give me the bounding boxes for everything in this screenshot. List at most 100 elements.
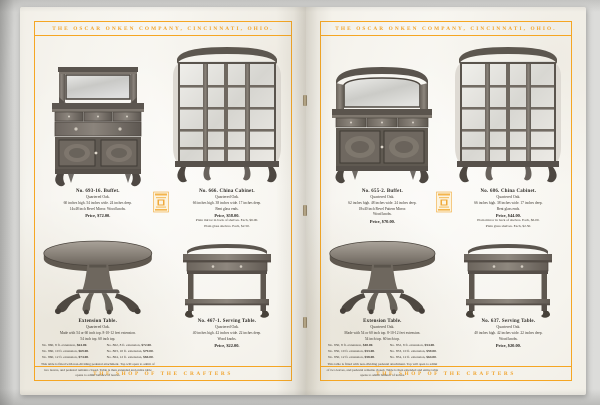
product-serving-table-left: No. 467-1. Serving Table. Quartered Oak.… [168,233,286,348]
left-page: THE OSCAR ONKEN COMPANY, CINCINNATI, OHI… [20,7,306,395]
china-cabinet-right-illustration [451,41,566,189]
buffet-right-caption: No. 655-2. Buffet. Quartered Oak. 62 inc… [326,189,439,224]
extension-table-right-caption: Extension Table. Quartered Oak. Made wit… [326,319,439,379]
right-page-content: No. 655-2. Buffet. Quartered Oak. 62 inc… [326,41,566,377]
price-row: No. 854, 12 ft. extension, $64.00. [389,354,437,359]
buffet-right-dims-2: 18x40 inch Bevel Pattern Mirror. [358,206,407,211]
china-cabinet-left-dims-2: Bent glass ends. [215,206,239,211]
china-cabinet-right-material: Quartered Oak. [496,195,521,200]
extension-table-right-dims-2: 54 inch top. 60 inch top. [364,336,400,341]
company-seal-icon [152,191,169,213]
product-buffet-right: No. 655-2. Buffet. Quartered Oak. 62 inc… [326,41,439,224]
product-extension-table-left: Extension Table. Quartered Oak. Made wit… [40,233,156,379]
serving-table-left-price: Price, $22.00. [214,343,240,349]
left-page-header-band: THE OSCAR ONKEN COMPANY, CINCINNATI, OHI… [34,21,292,36]
right-page-header-band: THE OSCAR ONKEN COMPANY, CINCINNATI, OHI… [320,21,572,36]
price-row: No. 850, 8 ft. extension, $48.00. [328,343,374,348]
china-cabinet-right-dims-2: Bent glass ends. [496,206,521,211]
china-cabinet-right-caption: No. 686. China Cabinet. Quartered Oak. 6… [451,189,566,229]
china-cabinet-left-material: Quartered Oak. [214,195,239,200]
china-cabinet-left-price: Price, $58.00. [214,213,240,219]
staple-top [303,95,307,106]
china-cabinet-left-extra-2: Plain glass shelves. Each, $2.50. [204,223,250,228]
price-row: No. 863, 10 ft. extension, $79.00. [106,348,154,353]
buffet-left-dims-2: 14x48 inch Bevel Mirror. Wood knobs. [69,206,126,211]
buffet-right-illustration [326,41,439,189]
right-row-bottom: Extension Table. Quartered Oak. Made wit… [326,233,566,385]
extension-table-left-title: Extension Table. [78,319,118,324]
price-row: No. 860, 12 ft. extension, $74.00. [42,354,89,359]
extension-table-left-material: Quartered Oak. [85,325,110,330]
serving-table-right-illustration [451,233,566,319]
left-page-content: No. 693-16. Buffet. Quartered Oak. 60 in… [40,41,286,377]
left-page-header-text: THE OSCAR ONKEN COMPANY, CINCINNATI, OHI… [52,25,274,32]
left-row-bottom: Extension Table. Quartered Oak. Made wit… [40,233,286,385]
buffet-left-title: No. 693-16. Buffet. [75,189,120,194]
extension-table-right-pricelist: No. 850, 8 ft. extension, $48.00. No. 85… [326,343,439,360]
product-serving-table-right: No. 637. Serving Table. Quartered Oak. 4… [451,233,566,348]
buffet-left-dims-1: 60 inches high. 54 inches wide. 24 inche… [63,200,132,205]
price-row: No. 862, 8 ft. extension, $72.00. [106,343,152,348]
serving-table-left-material: Quartered Oak. [214,325,239,330]
china-cabinet-left-title: No. 666. China Cabinet. [199,189,255,194]
product-buffet-left: No. 693-16. Buffet. Quartered Oak. 60 in… [40,41,156,218]
china-cabinet-left-illustration [168,41,286,189]
price-row: No. 850, 12 ft. extension, $58.00. [328,354,375,359]
price-row: No. 852, 8 ft. extension, $54.00. [389,343,436,348]
serving-table-right-material: Quartered Oak. [496,325,521,330]
extension-table-left-note: This table is fitted with non-dividing p… [40,362,155,378]
extension-table-left-dims-2: 54 inch top. 60 inch top. [80,336,116,341]
extension-table-right-material: Quartered Oak. [370,325,395,330]
product-china-cabinet-right: No. 686. China Cabinet. Quartered Oak. 6… [451,41,566,229]
serving-table-right-title: No. 637. Serving Table. [481,319,536,324]
price-row: No. 864, 12 ft. extension, $84.00. [106,354,154,359]
extension-table-left-illustration [40,233,156,319]
serving-table-right-caption: No. 637. Serving Table. Quartered Oak. 4… [451,319,566,348]
staple-bottom [303,317,307,328]
price-row: No. 853, 10 ft. extension, $59.00. [389,348,437,353]
buffet-right-price: Price, $70.00. [369,218,395,224]
china-cabinet-right-extra-1: Plain mirror in back of shelves. Each, $… [477,218,540,223]
china-cabinet-right-title: No. 686. China Cabinet. [480,189,537,194]
right-page: THE OSCAR ONKEN COMPANY, CINCINNATI, OHI… [306,7,586,395]
serving-table-right-price: Price, $20.00. [495,343,521,349]
buffet-right-dims-1: 62 inches high. 48 inches wide. 24 inche… [348,200,417,205]
right-page-footer-text: THE SHOP OF THE CRAFTERS [376,370,516,377]
extension-table-left-dims-1: Made with 54 or 60 inch top. 8-10-12 fee… [59,330,136,335]
extension-table-left-caption: Extension Table. Quartered Oak. Made wit… [40,319,156,379]
china-cabinet-right-extra-2: Plain glass shelves. Each, $2.50. [485,223,532,228]
extension-table-right-illustration [326,233,439,319]
right-row-top: No. 655-2. Buffet. Quartered Oak. 62 inc… [326,41,566,233]
buffet-right-material: Quartered Oak. [370,195,395,200]
product-extension-table-right: Extension Table. Quartered Oak. Made wit… [326,233,439,379]
buffet-right-dims-3: Wood knobs. [372,212,392,217]
left-page-footer-text: THE SHOP OF THE CRAFTERS [93,370,233,377]
buffet-right-title: No. 655-2. Buffet. [361,189,403,194]
china-cabinet-right-dims-1: 66 inches high. 38 inches wide. 17 inche… [474,200,543,205]
product-china-cabinet-left: No. 666. China Cabinet. Quartered Oak. 6… [168,41,286,229]
serving-table-left-caption: No. 467-1. Serving Table. Quartered Oak.… [168,319,286,348]
left-page-footer-band: THE SHOP OF THE CRAFTERS [34,366,292,381]
staple-middle [303,205,307,216]
price-row: No. 860, 10 ft. extension, $69.00. [42,348,89,353]
buffet-left-price: Price, $72.00. [85,213,111,219]
price-row: No. 860, 8 ft. extension, $64.00. [42,343,88,348]
open-booklet: THE OSCAR ONKEN COMPANY, CINCINNATI, OHI… [20,7,586,395]
right-page-header-text: THE OSCAR ONKEN COMPANY, CINCINNATI, OHI… [335,25,557,32]
extension-table-left-pricelist: No. 860, 8 ft. extension, $64.00. No. 86… [40,343,156,360]
china-cabinet-right-price: Price, $44.00. [495,213,521,219]
extension-table-right-note: This table is fitted with non-dividing p… [326,362,439,378]
extension-table-right-title: Extension Table. [363,319,402,324]
right-page-footer-band: THE SHOP OF THE CRAFTERS [320,366,572,381]
china-cabinet-left-caption: No. 666. China Cabinet. Quartered Oak. 6… [168,189,286,229]
serving-table-right-dims-1: 40 inches high. 42 inches wide. 22 inche… [474,330,543,335]
price-row: No. 850, 10 ft. extension, $53.00. [328,348,375,353]
serving-table-left-title: No. 467-1. Serving Table. [197,319,257,324]
serving-table-left-dims-1: 40 inches high. 42 inches wide. 22 inche… [192,330,262,335]
left-row-top: No. 693-16. Buffet. Quartered Oak. 60 in… [40,41,286,233]
china-cabinet-left-dims-1: 66 inches high. 38 inches wide. 17 inche… [192,200,262,205]
company-seal-icon [435,191,452,213]
buffet-left-material: Quartered Oak. [85,195,110,200]
serving-table-left-illustration [168,233,286,319]
